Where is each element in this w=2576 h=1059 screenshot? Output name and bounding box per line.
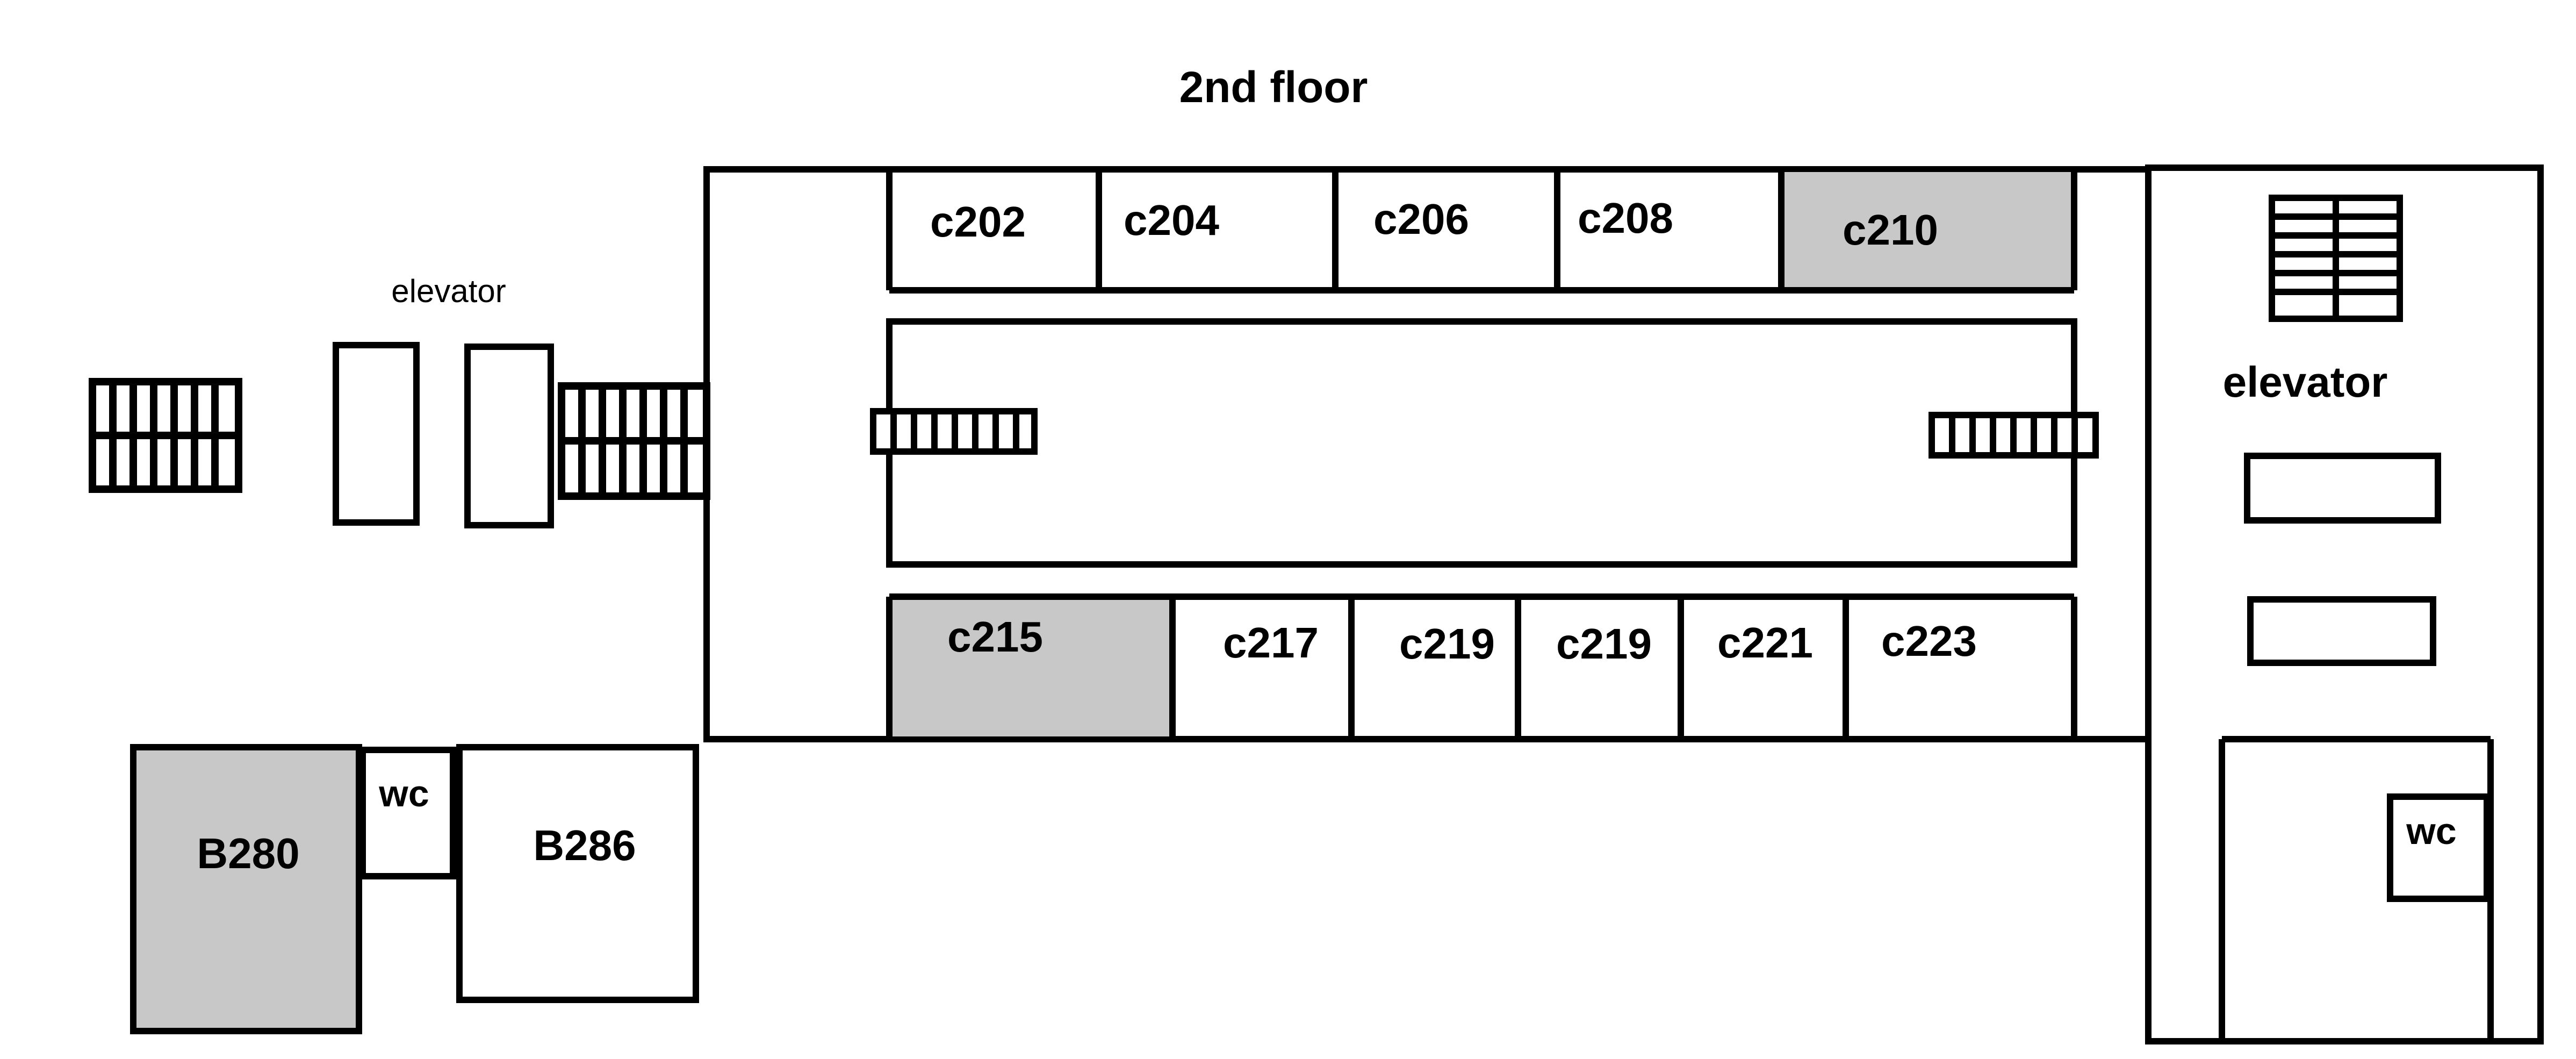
stairs-icon xyxy=(2269,195,2403,322)
stairs-icon xyxy=(89,378,242,493)
room-label-b286: B286 xyxy=(533,821,636,869)
room-label-c223: c223 xyxy=(1881,617,1977,665)
wc-icon xyxy=(2387,793,2490,902)
room-label-c217: c217 xyxy=(1223,619,1319,667)
page-title: 2nd floor xyxy=(1179,63,1368,112)
room-b280[interactable] xyxy=(130,744,362,1034)
room-c215[interactable] xyxy=(892,599,1171,736)
room-label-c208: c208 xyxy=(1578,194,1673,242)
room-label-c215: c215 xyxy=(947,613,1043,661)
room-label-c221: c221 xyxy=(1717,619,1813,667)
room-label-c210: c210 xyxy=(1843,206,1938,254)
wc-icon xyxy=(359,747,456,879)
stairs-icon xyxy=(558,382,710,500)
wc-label-left: wc xyxy=(378,772,429,814)
elevator-car-icon xyxy=(2244,453,2441,524)
elevator-label-left: elevator xyxy=(391,273,506,309)
room-label-c219-b: c219 xyxy=(1556,620,1652,668)
room-label-c204: c204 xyxy=(1124,196,1219,244)
elevator-label-right: elevator xyxy=(2223,358,2388,406)
stairs-icon xyxy=(1929,412,2099,459)
elevator-car-icon xyxy=(2247,596,2436,666)
wc-label-right: wc xyxy=(2406,810,2456,852)
room-label-c202: c202 xyxy=(930,198,1026,246)
elevator-car-icon xyxy=(333,342,420,526)
room-label-c219-a: c219 xyxy=(1399,620,1495,668)
right-wing xyxy=(2145,164,2544,1044)
room-label-c206: c206 xyxy=(1373,195,1469,243)
room-b286[interactable] xyxy=(456,744,699,1003)
room-c210[interactable] xyxy=(1781,172,2071,290)
elevator-car-icon xyxy=(464,344,554,528)
stairs-icon xyxy=(870,408,1038,455)
room-label-b280: B280 xyxy=(197,829,299,877)
